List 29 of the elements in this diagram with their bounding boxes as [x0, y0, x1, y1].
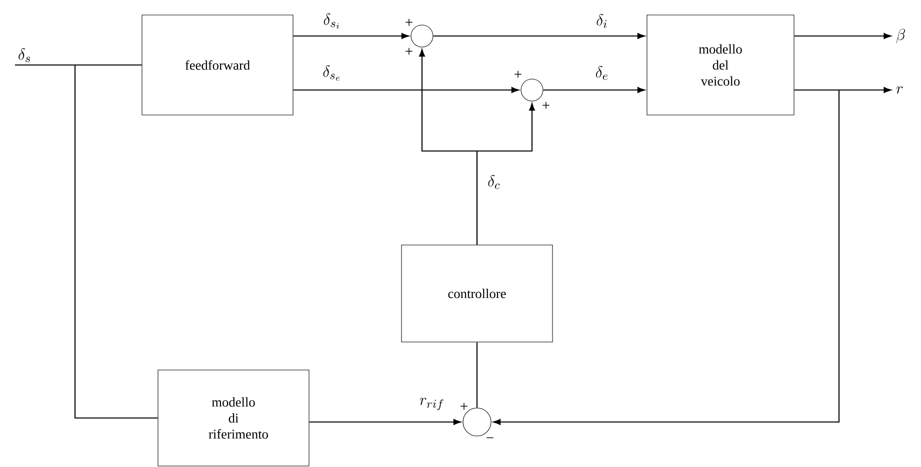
arrow	[293, 33, 409, 39]
arrow	[293, 87, 519, 93]
sign-label: +	[406, 18, 412, 26]
arrow	[794, 33, 892, 39]
sign-label: +	[514, 70, 522, 78]
arrow	[493, 89, 840, 425]
arrow	[543, 87, 645, 93]
edge-label: $\delta_{s_e}$	[321, 64, 343, 82]
arrow	[309, 419, 461, 425]
edge-label: $\delta_e$	[594, 64, 610, 82]
sign-label: +	[460, 402, 468, 410]
sign-label: +	[406, 48, 412, 55]
edge-label: $r_{rif}$	[418, 396, 446, 412]
input-signal: $\delta_s$	[18, 48, 30, 62]
output-signal: $\beta$	[896, 28, 905, 44]
block-box: modello di riferimento	[158, 370, 310, 466]
edge-label: $\delta_c$	[486, 174, 502, 190]
block-box: modello del veicolo	[646, 14, 794, 116]
edge-label: $\delta_{s_i}$	[322, 12, 342, 30]
edge-label: $\delta_i$	[594, 12, 610, 30]
summing-junction	[410, 24, 434, 48]
arrow	[433, 33, 645, 39]
block-box: feedforward	[142, 14, 294, 116]
output-signal: $r$	[896, 86, 903, 94]
arrow	[476, 103, 535, 245]
summing-junction	[520, 78, 544, 102]
sign-label: −	[486, 437, 494, 438]
sign-label: +	[542, 102, 550, 109]
block-box: controllore	[401, 244, 553, 342]
